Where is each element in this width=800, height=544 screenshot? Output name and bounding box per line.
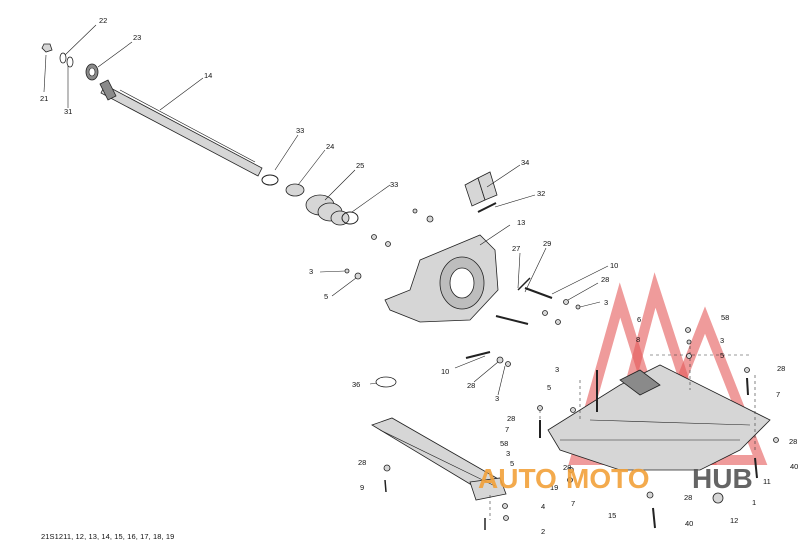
- diagram-caption: 21S1211, 12, 13, 14, 15, 16, 17, 18, 19: [41, 532, 175, 541]
- callout-14: 14: [204, 71, 212, 80]
- callout-28e: 28: [789, 437, 797, 446]
- callout-7c: 7: [571, 499, 575, 508]
- leader-lines: [43, 24, 609, 396]
- frame-plate: [547, 364, 771, 471]
- callout-40b: 40: [685, 519, 693, 528]
- clamp-33-upper: [261, 174, 279, 186]
- bushing-block-34: [464, 171, 498, 207]
- callout-21: 21: [40, 94, 48, 103]
- callout-10b: 10: [441, 367, 449, 376]
- callout-3a: 3: [309, 267, 313, 276]
- callout-6: 6: [637, 315, 641, 324]
- callout-23: 23: [133, 33, 141, 42]
- callout-3e: 3: [720, 336, 724, 345]
- boot-25: [305, 194, 350, 226]
- housing-13: [384, 234, 499, 323]
- pin-32: [477, 202, 497, 213]
- callout-24: 24: [326, 142, 334, 151]
- seal-23: [85, 63, 99, 81]
- callout-15: 15: [608, 511, 616, 520]
- callout-36: 36: [352, 380, 360, 389]
- callout-3b: 3: [604, 298, 608, 307]
- callout-19: 19: [550, 483, 558, 492]
- callout-7b: 7: [505, 425, 509, 434]
- callout-28b: 28: [467, 381, 475, 390]
- callout-33b: 33: [390, 180, 398, 189]
- callout-7a: 7: [776, 390, 780, 399]
- callout-13: 13: [517, 218, 525, 227]
- callout-27: 27: [512, 244, 520, 253]
- callout-labels: 22 23 21 31 14 33 24 25 33 34 32 13 3 5 …: [40, 16, 798, 536]
- callout-40a: 40: [790, 462, 798, 471]
- fasteners-lower: [383, 327, 779, 530]
- bolts: [465, 277, 553, 359]
- callout-4: 4: [541, 502, 545, 511]
- nut-21: [41, 43, 53, 53]
- callout-1: 1: [752, 498, 756, 507]
- callout-29: 29: [543, 239, 551, 248]
- callout-34: 34: [521, 158, 529, 167]
- watermark-auto: AUTO: [478, 463, 557, 494]
- ring-22-31: [59, 52, 74, 68]
- callout-5b: 5: [547, 383, 551, 392]
- callout-25: 25: [356, 161, 364, 170]
- callout-3c: 3: [555, 365, 559, 374]
- callout-58a: 58: [721, 313, 729, 322]
- callout-3d: 3: [495, 394, 499, 403]
- callout-28d: 28: [507, 414, 515, 423]
- watermark-hub: HUB: [692, 463, 753, 494]
- watermark-text: AUTO MOTO HUB: [478, 463, 753, 494]
- clamp-33-lower: [341, 211, 359, 225]
- drive-shaft: [99, 79, 263, 177]
- callout-12: 12: [730, 516, 738, 525]
- callout-28h: 28: [684, 493, 692, 502]
- bumper-36: [375, 376, 397, 388]
- callout-5d: 5: [510, 459, 514, 468]
- callout-31: 31: [64, 107, 72, 116]
- bushing-24: [285, 183, 305, 197]
- callout-58b: 58: [500, 439, 508, 448]
- callout-32: 32: [537, 189, 545, 198]
- callout-28g: 28: [563, 463, 571, 472]
- washers: [344, 208, 581, 367]
- callout-5a: 5: [324, 292, 328, 301]
- callout-10a: 10: [610, 261, 618, 270]
- callout-22: 22: [99, 16, 107, 25]
- callout-33a: 33: [296, 126, 304, 135]
- callout-8: 8: [636, 335, 640, 344]
- watermark-moto: MOTO: [566, 463, 649, 494]
- rail-19: [371, 417, 507, 501]
- callout-3f: 3: [506, 449, 510, 458]
- callout-2: 2: [541, 527, 545, 536]
- callout-5c: 5: [720, 351, 724, 360]
- callout-28c: 28: [777, 364, 785, 373]
- callout-11: 11: [763, 477, 771, 486]
- callout-9: 9: [360, 483, 364, 492]
- callout-28a: 28: [601, 275, 609, 284]
- callout-28f: 28: [358, 458, 366, 467]
